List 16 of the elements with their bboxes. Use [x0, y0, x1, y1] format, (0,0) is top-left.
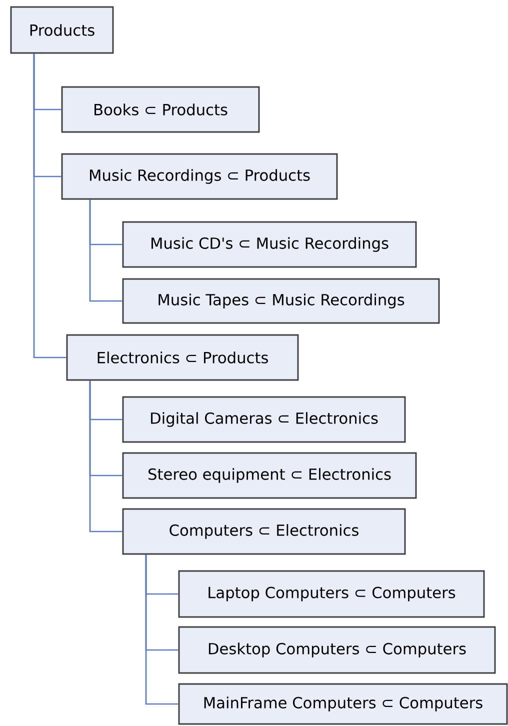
tree-connector	[89, 200, 122, 302]
category-box: Music Tapes ⊂ Music Recordings	[122, 278, 440, 324]
category-box: Music Recordings ⊂ Products	[61, 153, 338, 200]
category-box: Music CD's ⊂ Music Recordings	[122, 221, 417, 268]
category-box: MainFrame Computers ⊂ Computers	[178, 683, 508, 725]
category-box: Books ⊂ Products	[61, 86, 260, 133]
tree-connector	[89, 380, 122, 532]
tree-connector	[33, 54, 66, 358]
category-box: Digital Cameras ⊂ Electronics	[122, 396, 406, 443]
category-box: Computers ⊂ Electronics	[122, 508, 406, 555]
category-box: Desktop Computers ⊂ Computers	[178, 626, 496, 674]
category-box: Electronics ⊂ Products	[66, 334, 299, 381]
tree-connector	[145, 554, 178, 705]
category-box: Products	[10, 6, 114, 54]
category-box: Stereo equipment ⊂ Electronics	[122, 452, 417, 499]
category-box: Laptop Computers ⊂ Computers	[178, 570, 485, 618]
